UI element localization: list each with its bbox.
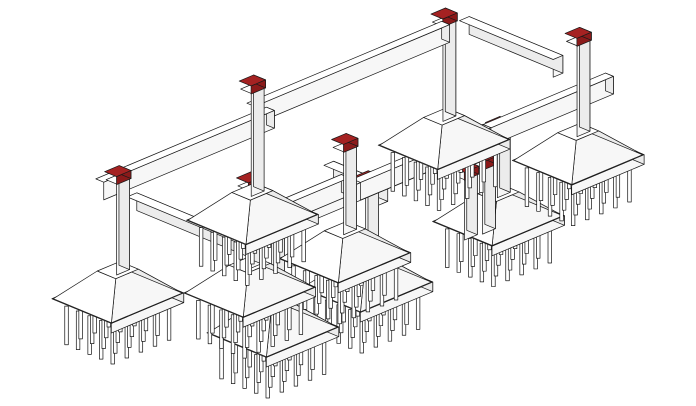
column-C9-side-face (578, 35, 591, 132)
column-cap-C5 (331, 133, 359, 153)
pile-cap-pyramid-C9 (513, 122, 644, 185)
pile (524, 167, 530, 207)
column-C5-side-face (345, 141, 357, 230)
pile-cap-pyramid-C2 (187, 182, 318, 245)
beam-back-left-top-face (95, 106, 275, 183)
pile (196, 300, 201, 340)
column-cap-C2 (238, 74, 266, 95)
beam-back-right-top-face (246, 20, 450, 107)
beam-back-right (246, 20, 450, 125)
column-cap-C5-top-face (331, 133, 359, 145)
column-cap-C9 (564, 26, 592, 47)
pile (198, 227, 204, 267)
pile-cap-pyramid-C1 (52, 261, 183, 324)
column-cap-C2-top-face (238, 74, 266, 87)
column-C1-side-face (118, 173, 130, 270)
column-cap-C4-top-face (430, 7, 458, 20)
column-cap-C1 (104, 165, 132, 186)
column-C2-side-face (253, 83, 265, 192)
beam-right (459, 16, 564, 78)
pile (64, 305, 69, 346)
pile (390, 152, 395, 192)
pile-cap-pyramid-C5 (279, 220, 410, 283)
beam-right-top-face (459, 16, 564, 60)
column-cap-C9-top-face (564, 26, 592, 39)
pile (445, 228, 450, 268)
beam-back-left (95, 106, 275, 201)
column-C2 (240, 83, 265, 197)
structure-group (51, 7, 645, 399)
column-cap-C1-top-face (104, 165, 132, 177)
